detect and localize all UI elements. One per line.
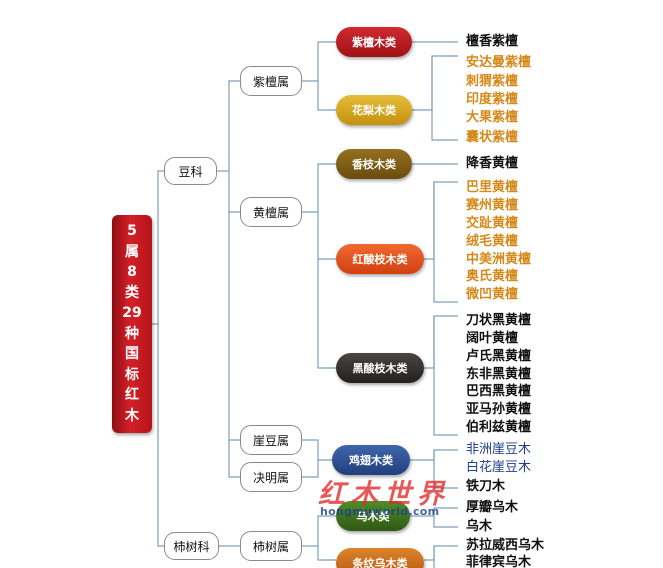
species-label: 伯利兹黄檀 <box>466 420 532 435</box>
class-pill-xiangzhi-mu: 香枝木类 <box>336 149 412 179</box>
species-label: 铁刀木 <box>466 479 506 494</box>
species-label: 囊状紫檀 <box>466 130 519 145</box>
root-node: 5 属 8 类 29 种 国 标 红 木 <box>112 215 152 433</box>
species-label: 苏拉威西乌木 <box>466 538 545 553</box>
species-label: 赛州黄檀 <box>466 198 519 213</box>
root-char: 属 <box>125 243 139 260</box>
genus-node-huangtan: 黄檀属 <box>240 197 302 227</box>
root-char: 29 <box>122 305 142 322</box>
species-label: 巴西黑黄檀 <box>466 384 532 399</box>
class-pill-zitan-mu: 紫檀木类 <box>336 27 412 57</box>
root-char: 类 <box>125 284 139 301</box>
class-pill-hongsuanzhi-mu: 红酸枝木类 <box>336 244 424 274</box>
family-node-shi: 柿树科 <box>164 532 219 560</box>
watermark-url: hongmuworld.com <box>320 505 440 518</box>
species-label: 交趾黄檀 <box>466 216 519 231</box>
genus-node-zitan: 紫檀属 <box>240 66 302 96</box>
species-label: 菲律宾乌木 <box>466 555 532 568</box>
species-label: 微凹黄檀 <box>466 287 519 302</box>
species-label: 印度紫檀 <box>466 92 519 107</box>
watermark-logo: 红木世界 <box>318 479 450 510</box>
genus-node-jueming: 决明属 <box>240 462 302 492</box>
species-label: 厚瓣乌木 <box>466 500 519 515</box>
species-label: 乌木 <box>466 519 493 534</box>
species-label: 亚马孙黄檀 <box>466 402 532 417</box>
root-char: 种 <box>125 325 139 342</box>
root-char: 木 <box>125 407 139 424</box>
species-label: 卢氏黑黄檀 <box>466 349 532 364</box>
species-label: 东非黑黄檀 <box>466 367 532 382</box>
family-node-doke: 豆科 <box>164 157 217 185</box>
species-label: 檀香紫檀 <box>466 34 519 49</box>
species-label: 中美洲黄檀 <box>466 252 532 267</box>
class-pill-huali-mu: 花梨木类 <box>336 95 412 125</box>
class-pill-wu-mu: 乌木类 <box>336 501 410 531</box>
genus-node-yadou: 崖豆属 <box>240 425 302 455</box>
root-char: 红 <box>125 387 139 404</box>
species-label: 绒毛黄檀 <box>466 234 519 249</box>
species-label: 巴里黄檀 <box>466 180 519 195</box>
species-label: 刀状黑黄檀 <box>466 313 532 328</box>
class-pill-jichi-mu: 鸡翅木类 <box>332 445 410 475</box>
species-label: 安达曼紫檀 <box>466 55 532 70</box>
root-char: 国 <box>125 346 139 363</box>
species-label: 白花崖豆木 <box>466 460 532 475</box>
species-label: 阔叶黄檀 <box>466 331 519 346</box>
root-char: 5 <box>127 223 137 240</box>
species-label: 刺猬紫檀 <box>466 74 519 89</box>
species-label: 大果紫檀 <box>466 110 519 125</box>
species-label: 奥氏黄檀 <box>466 269 519 284</box>
species-label: 非洲崖豆木 <box>466 442 532 457</box>
class-pill-heisuanzhi-mu: 黑酸枝木类 <box>336 353 424 383</box>
species-label: 降香黄檀 <box>466 156 519 171</box>
root-char: 标 <box>125 366 139 383</box>
root-char: 8 <box>127 264 137 281</box>
class-pill-tiaowen-wu-mu: 条纹乌木类 <box>336 548 424 568</box>
genus-node-shishu: 柿树属 <box>240 531 302 561</box>
